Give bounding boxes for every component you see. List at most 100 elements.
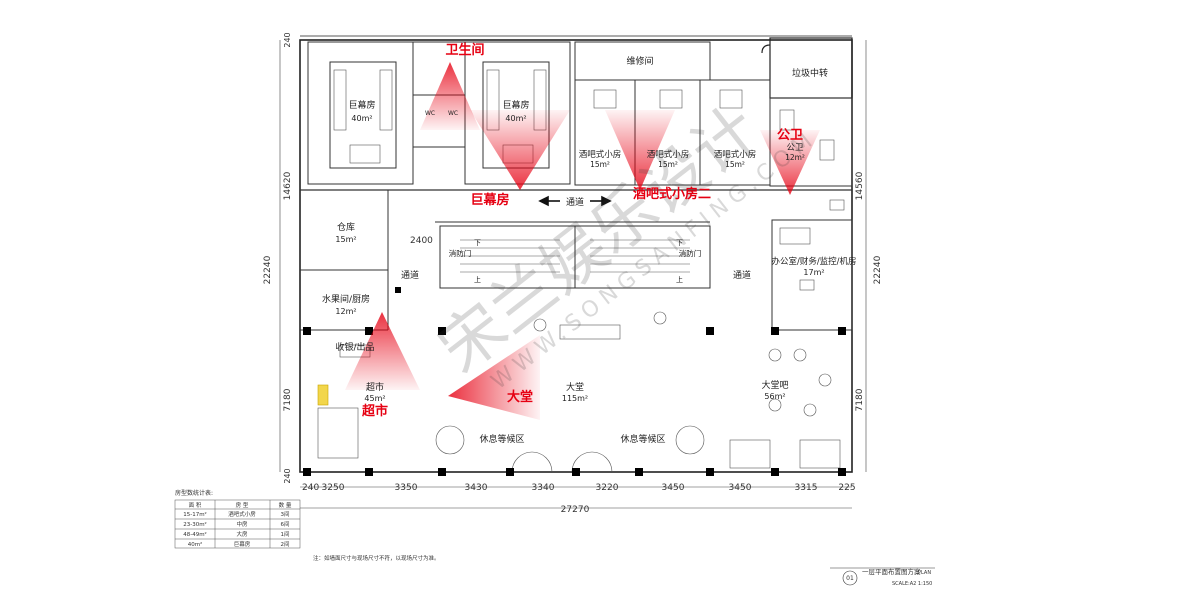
drawing-note: 注：如墙面尺寸与现场尺寸不符，以现场尺寸为准。 — [313, 554, 440, 562]
dim-right-total: 22240 — [873, 255, 883, 284]
title-block: 01 一层平面布置图方案 PLAN SCALE:A2 1:150 — [830, 567, 935, 587]
room-public-wc: 公卫 — [786, 143, 804, 153]
table-cell: 大房 — [236, 530, 248, 538]
dim-bottom-9: 225 — [838, 483, 855, 493]
dim-bottom-0: 240 — [302, 483, 319, 493]
table-title: 房型数统计表: — [175, 489, 213, 497]
corridor-right: 通道 — [733, 269, 751, 281]
room-bar-2-area: 15m² — [658, 160, 678, 169]
table-cell: 1间 — [281, 530, 290, 538]
dim-bottom-5: 3220 — [596, 483, 619, 493]
title-name: 一层平面布置图方案 — [862, 567, 921, 576]
room-lobby-area: 115m² — [562, 394, 588, 403]
callout-labels: 卫生间 巨幕房 酒吧式小房二 公卫 超市 大堂 — [362, 42, 803, 419]
room-garbage: 垃圾中转 — [792, 67, 828, 79]
stair-up-right: 上 — [676, 275, 683, 284]
dim-bottom-1: 3250 — [322, 483, 345, 493]
room-jumu-2: 巨幕房 — [502, 99, 529, 111]
dim-bottom-3: 3430 — [465, 483, 488, 493]
table-cell: 酒吧式小房 — [228, 510, 256, 518]
stair-up-left: 上 — [474, 275, 481, 284]
table-cell: 巨幕房 — [234, 540, 251, 548]
room-jumu-1-area: 40m² — [351, 114, 372, 123]
wc-label-1: WC — [425, 110, 435, 117]
room-office: 办公室/财务/监控/机房 — [771, 256, 856, 267]
corridor-left: 通道 — [401, 269, 419, 281]
dim-right-lower: 7180 — [855, 388, 865, 411]
table-header-area: 面 积 — [189, 502, 202, 509]
room-repair: 维修间 — [626, 55, 653, 67]
structural-columns — [303, 287, 846, 476]
room-fruit-area: 12m² — [335, 307, 356, 316]
dim-left-upper: 14620 — [283, 171, 293, 200]
table-cell: 3间 — [281, 510, 290, 518]
stair-down-right: 下 — [676, 239, 683, 247]
dim-bottom-8: 3315 — [795, 483, 818, 493]
room-storage-area: 15m² — [335, 235, 356, 244]
dim-left-total: 22240 — [263, 255, 273, 284]
corridor-arrow — [538, 195, 612, 207]
callout-gongwei: 公卫 — [777, 128, 803, 143]
stairs — [460, 239, 690, 273]
stair-down-left: 下 — [474, 239, 481, 247]
dimension-text: 240 3250 3350 3430 3340 3220 3450 3450 3… — [302, 236, 856, 515]
table-cell: 15-17m² — [183, 511, 207, 518]
dim-bottom-2: 3350 — [395, 483, 418, 493]
callout-wedges — [345, 62, 820, 420]
title-number: 01 — [846, 575, 854, 582]
room-market-area: 45m² — [364, 394, 385, 403]
callout-toilet: 卫生间 — [445, 42, 484, 58]
fire-door-left: 消防门 — [449, 248, 472, 258]
dim-inner-2400: 2400 — [410, 236, 433, 246]
dim-bottom-4: 3340 — [532, 483, 555, 493]
room-jumu-1: 巨幕房 — [348, 99, 375, 111]
room-fruit: 水果间/厨房 — [322, 293, 370, 305]
room-bar-1: 酒吧式小房 — [579, 149, 622, 160]
title-scale: SCALE:A2 1:150 — [892, 581, 932, 587]
room-bar-1-area: 15m² — [590, 160, 610, 169]
table-header-count: 数 量 — [279, 501, 292, 509]
fire-door-right: 消防门 — [679, 248, 702, 258]
callout-market: 超市 — [362, 403, 388, 419]
callout-jumu: 巨幕房 — [470, 192, 509, 208]
room-bar-2: 酒吧式小房 — [647, 149, 690, 160]
room-public-wc-area: 12m² — [785, 153, 805, 162]
wc-label-2: WC — [448, 110, 458, 117]
dim-bottom-6: 3450 — [662, 483, 685, 493]
table-cell: 23-30m² — [183, 521, 207, 528]
room-cashier: 收银/出品 — [335, 341, 374, 353]
table-cell: 40m² — [188, 541, 203, 548]
callout-lobby: 大堂 — [507, 389, 533, 405]
room-lobby-bar-area: 56m² — [764, 392, 785, 401]
table-cell: 中房 — [236, 520, 248, 528]
table-cell: 48-49m² — [183, 531, 207, 538]
table-cell: 2间 — [281, 540, 290, 548]
dim-right-upper: 14560 — [855, 171, 865, 200]
dimension-text-vertical: 22240 14620 7180 240 240 22240 14560 718… — [263, 32, 883, 483]
dim-left-bottom: 240 — [283, 468, 292, 483]
dim-left-top: 240 — [283, 32, 292, 47]
dim-left-lower: 7180 — [283, 388, 293, 411]
room-bar-3-area: 15m² — [725, 160, 745, 169]
garbage-room-walls — [761, 37, 853, 99]
rest-area-1: 休息等候区 — [479, 433, 524, 445]
rest-area-2: 休息等候区 — [620, 433, 665, 445]
room-labels: 巨幕房 40m² 巨幕房 40m² WC WC 维修间 垃圾中转 酒吧式小房 1… — [322, 55, 857, 445]
table-header-type: 房 型 — [236, 501, 249, 509]
corridor-top: 通道 — [566, 196, 584, 208]
room-bar-3: 酒吧式小房 — [714, 149, 757, 160]
room-type-table: 房型数统计表: 面 积 房 型 数 量 15-17m² 酒吧式小房 3间 23-… — [174, 489, 301, 549]
room-office-area: 17m² — [803, 268, 824, 277]
room-market: 超市 — [366, 381, 384, 393]
dim-bottom-7: 3450 — [729, 483, 752, 493]
dim-total-width: 27270 — [561, 505, 590, 515]
room-lobby-bar: 大堂吧 — [761, 379, 788, 391]
title-plan: PLAN — [918, 570, 931, 576]
room-jumu-2-area: 40m² — [505, 114, 526, 123]
table-cell: 6间 — [281, 520, 290, 528]
room-lobby: 大堂 — [566, 381, 584, 393]
dimension-lines — [279, 40, 867, 509]
callout-bar2: 酒吧式小房二 — [633, 186, 711, 202]
room-storage: 仓库 — [337, 221, 355, 233]
